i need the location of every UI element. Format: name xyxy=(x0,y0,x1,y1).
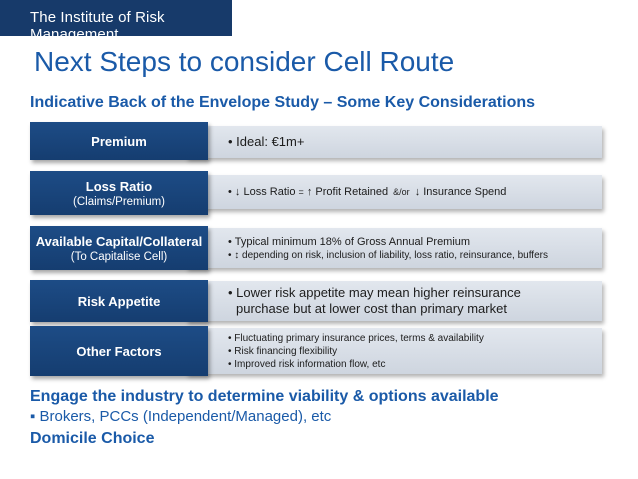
bullet-text: • Fluctuating primary insurance prices, … xyxy=(228,332,484,344)
text-part: = xyxy=(298,187,304,197)
bullet-text: • Typical minimum 18% of Gross Annual Pr… xyxy=(228,235,471,248)
label-text: Risk Appetite xyxy=(77,293,161,309)
arrow-down-icon: ↓ xyxy=(414,186,421,198)
label-premium: Premium xyxy=(30,122,208,160)
domicile-heading: Domicile Choice xyxy=(30,430,155,447)
row-premium: Premium • Ideal: €1m+ xyxy=(30,122,602,160)
label-text: Other Factors xyxy=(76,343,162,359)
arrow-down-icon: ↓ xyxy=(234,186,241,198)
bullet-text: • ↓ Loss Ratio = ↑ Profit Retained &/or … xyxy=(228,185,602,199)
row-risk-appetite: Risk Appetite • Lower risk appetite may … xyxy=(30,280,602,322)
label-text: Premium xyxy=(91,133,147,149)
slide-title: Next Steps to consider Cell Route xyxy=(34,46,455,77)
content-available-capital: • Typical minimum 18% of Gross Annual Pr… xyxy=(186,228,602,268)
label-risk-appetite: Risk Appetite xyxy=(30,280,208,322)
content-premium: • Ideal: €1m+ xyxy=(186,126,602,158)
label-loss-ratio: Loss Ratio (Claims/Premium) xyxy=(30,171,208,215)
label-text: Available Capital/Collateral xyxy=(35,233,203,249)
bullet-text: • Ideal: €1m+ xyxy=(228,134,305,149)
label-subtext: (Claims/Premium) xyxy=(73,195,165,208)
content-risk-appetite: • Lower risk appetite may mean higher re… xyxy=(186,281,602,321)
engage-heading: Engage the industry to determine viabili… xyxy=(30,388,499,405)
text-part: Profit Retained xyxy=(312,186,389,198)
arrow-up-icon: ↑ xyxy=(306,186,313,198)
text-part: • xyxy=(228,186,235,198)
text-part: &/or xyxy=(388,187,415,197)
header-bar: The Institute of Risk Management xyxy=(0,0,232,43)
slide-subtitle: Indicative Back of the Envelope Study – … xyxy=(30,94,536,111)
label-other-factors: Other Factors xyxy=(30,326,208,376)
content-loss-ratio: • ↓ Loss Ratio = ↑ Profit Retained &/or … xyxy=(186,175,602,209)
organization-name: The Institute of Risk Management xyxy=(30,9,165,43)
bullet-text: • ↕ depending on risk, inclusion of liab… xyxy=(228,249,548,261)
row-loss-ratio: Loss Ratio (Claims/Premium) • ↓ Loss Rat… xyxy=(30,171,602,215)
label-subtext: (To Capitalise Cell) xyxy=(70,250,168,263)
bullet-text: purchase but at lower cost than primary … xyxy=(236,301,507,316)
content-other-factors: • Fluctuating primary insurance prices, … xyxy=(186,328,602,374)
label-text: Loss Ratio xyxy=(85,178,153,194)
bullet-text: • Lower risk appetite may mean higher re… xyxy=(228,285,521,300)
brokers-bullet: ▪ Brokers, PCCs (Independent/Managed), e… xyxy=(30,408,332,425)
label-available-capital: Available Capital/Collateral (To Capital… xyxy=(30,226,208,270)
text-part: Loss Ratio xyxy=(240,186,299,198)
text-part: Insurance Spend xyxy=(420,186,507,198)
bullet-text: • Improved risk information flow, etc xyxy=(228,358,386,370)
row-available-capital: Available Capital/Collateral (To Capital… xyxy=(30,226,602,270)
bullet-text: • Risk financing flexibility xyxy=(228,345,338,357)
row-other-factors: Other Factors • Fluctuating primary insu… xyxy=(30,326,602,376)
